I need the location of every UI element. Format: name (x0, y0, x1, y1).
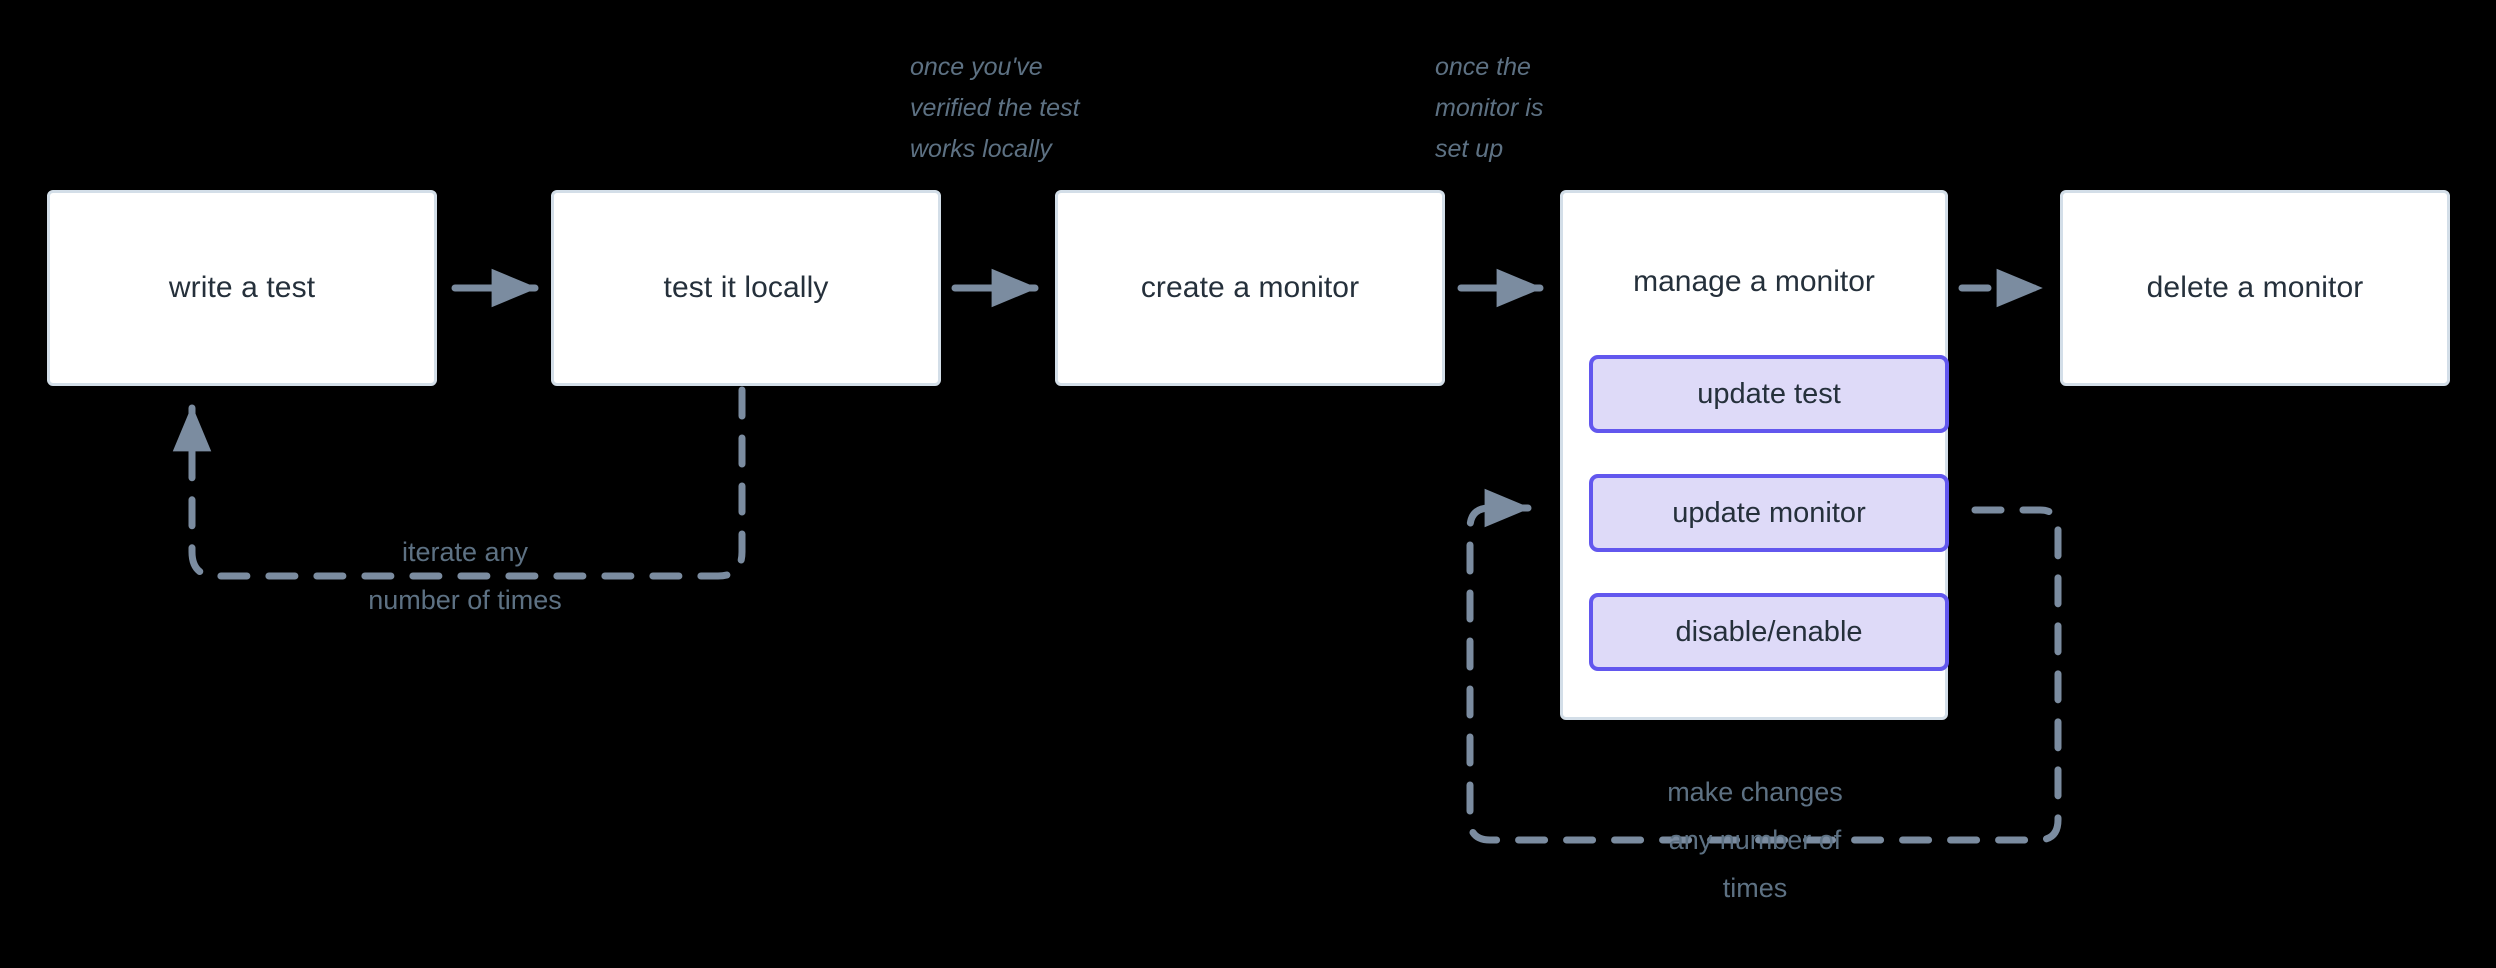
node-label-manage-a-monitor: manage a monitor (1633, 265, 1875, 298)
subnode-label-update-test: update test (1697, 377, 1841, 410)
node-delete-a-monitor[interactable]: delete a monitor (2060, 190, 2450, 386)
node-create-a-monitor[interactable]: create a monitor (1055, 190, 1445, 386)
make-changes-loop-label: make changes any number of times (1667, 777, 1843, 903)
node-label-delete-a-monitor: delete a monitor (2146, 271, 2364, 304)
node-write-a-test[interactable]: write a test (47, 190, 437, 386)
annotation-setup: once the monitor is set up (1435, 53, 1544, 163)
subnode-update-monitor[interactable]: update monitor (1589, 474, 1949, 552)
node-label-test-it-locally: test it locally (663, 271, 829, 304)
annotation-verified: once you've verified the test works loca… (910, 53, 1080, 163)
node-label-write-a-test: write a test (168, 271, 316, 304)
subnode-label-update-monitor: update monitor (1672, 496, 1866, 529)
node-manage-a-monitor[interactable]: manage a monitor update test update moni… (1560, 190, 1949, 720)
subnode-disable-enable[interactable]: disable/enable (1589, 593, 1949, 671)
subnode-update-test[interactable]: update test (1589, 355, 1949, 433)
node-test-it-locally[interactable]: test it locally (551, 190, 941, 386)
subnode-label-disable-enable: disable/enable (1675, 615, 1863, 648)
node-label-create-a-monitor: create a monitor (1140, 271, 1360, 304)
iterate-loop-label: iterate any number of times (368, 537, 562, 615)
